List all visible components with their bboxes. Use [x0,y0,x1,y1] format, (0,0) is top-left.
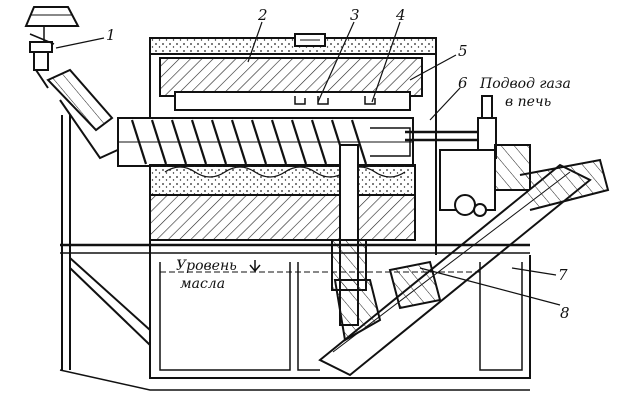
callout-2: 2 [257,6,268,24]
drive-mechanism [439,144,531,217]
oil-level-line [160,260,480,273]
gas-label-line1: Подвод газа [479,76,571,92]
callout-7: 7 [558,266,568,284]
roof-insulation [159,57,423,111]
screw-conveyor [117,117,414,167]
callout-1: 1 [106,26,116,44]
callout-6: 6 [458,74,468,92]
callout-5: 5 [458,42,468,60]
callout-8: 8 [560,304,570,322]
quench-tank [59,243,531,391]
oil-label-line1: Уровень [176,258,237,274]
gas-label-line2: в печь [505,94,551,110]
leader-lines [55,21,561,306]
inclined-conveyor [318,158,610,377]
oil-label-line2: масла [180,276,225,292]
callout-3: 3 [350,6,360,24]
callout-4: 4 [395,6,406,24]
gas-inlet-pipe [405,95,497,159]
feed-chute [46,68,123,160]
heating-chamber [149,164,416,241]
hopper [24,6,80,89]
